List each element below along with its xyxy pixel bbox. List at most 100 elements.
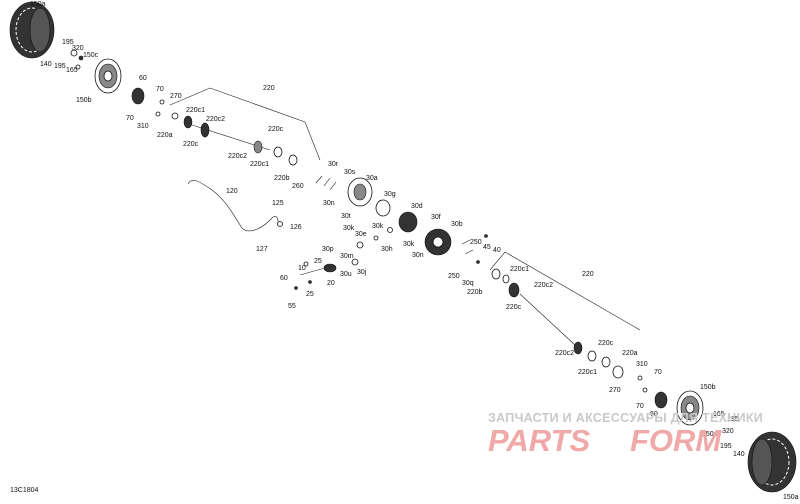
part-label: 30u xyxy=(340,271,352,278)
part-labels: 150a 195 320 150c 140 195 165 150b 60 70… xyxy=(30,1,799,501)
part-label: 310 xyxy=(636,361,648,368)
breather-hose-120 xyxy=(187,179,283,232)
part-label: 165 xyxy=(66,67,78,74)
part-label: 150b xyxy=(700,384,716,391)
part-label: 220c2 xyxy=(206,116,225,123)
part-label: 126 xyxy=(290,224,302,231)
part-label: 310 xyxy=(137,123,149,130)
part-label: 220c2 xyxy=(228,153,247,160)
part-label: 25 xyxy=(314,258,322,265)
part-label: 30t xyxy=(341,213,351,220)
part-label: 220c xyxy=(268,126,284,133)
part-label: 30f xyxy=(431,214,441,221)
bolts-30r xyxy=(315,175,337,191)
part-label: 150c xyxy=(702,431,718,438)
part-label: 30d xyxy=(411,203,423,210)
part-label: 270 xyxy=(170,93,182,100)
part-label: 127 xyxy=(256,246,268,253)
part-label: 30n xyxy=(323,200,335,207)
pinion-gear xyxy=(294,261,337,290)
part-label: 220c1 xyxy=(250,161,269,168)
driveshaft-top xyxy=(191,122,298,166)
part-label: 220c1 xyxy=(186,107,205,114)
part-label: 20 xyxy=(327,280,335,287)
part-label: 220 xyxy=(263,85,275,92)
part-label: 70 xyxy=(156,86,164,93)
differential-housing xyxy=(347,177,452,266)
part-label: 30a xyxy=(366,175,378,182)
part-label: 10 xyxy=(298,265,306,272)
part-label: 70 xyxy=(654,369,662,376)
fasteners-250 xyxy=(461,234,488,264)
part-label: 25 xyxy=(306,291,314,298)
part-label: 195 xyxy=(62,39,74,46)
part-label: 30q xyxy=(462,280,474,287)
part-label: 150c xyxy=(83,52,99,59)
part-label: 30k xyxy=(403,241,415,248)
part-label: 150b xyxy=(76,97,92,104)
part-label: 30k xyxy=(372,223,384,230)
tire-top-left xyxy=(9,1,55,59)
part-label: 70 xyxy=(126,115,134,122)
document-code: 13C1804 xyxy=(10,487,39,494)
part-label: 220b xyxy=(274,175,290,182)
part-label: 150a xyxy=(30,1,46,8)
part-label: 30m xyxy=(340,253,354,260)
part-label: 30e xyxy=(355,231,367,238)
part-label: 125 xyxy=(272,200,284,207)
part-label: 30j xyxy=(357,269,367,276)
part-label: 120 xyxy=(226,188,238,195)
part-label: 60 xyxy=(139,75,147,82)
part-label: 270 xyxy=(609,387,621,394)
part-label: 30n xyxy=(412,252,424,259)
part-label: 220c1 xyxy=(510,266,529,273)
part-label: 220c xyxy=(598,340,614,347)
part-label: 195 xyxy=(720,443,732,450)
watermark-logo-right: FORM xyxy=(630,424,722,456)
bracket-220-bottom xyxy=(489,251,641,331)
part-label: 150a xyxy=(783,494,799,501)
part-label: 30b xyxy=(451,221,463,228)
part-label: 220b xyxy=(467,289,483,296)
part-label: 60 xyxy=(280,275,288,282)
part-label: 220c2 xyxy=(555,350,574,357)
part-label: 220c xyxy=(183,141,199,148)
part-label: 30g xyxy=(384,191,396,198)
part-label: 220 xyxy=(582,271,594,278)
part-label: 165 xyxy=(713,411,725,418)
part-label: 30r xyxy=(328,161,339,168)
bracket-220-top xyxy=(169,87,321,161)
part-label: 220c xyxy=(506,304,522,311)
part-label: 140 xyxy=(733,451,745,458)
part-label: 320 xyxy=(72,45,84,52)
part-label: 260 xyxy=(292,183,304,190)
part-label: 320 xyxy=(722,428,734,435)
part-label: 220a xyxy=(622,350,638,357)
rim-top-left xyxy=(94,58,122,94)
part-label: 220c2 xyxy=(534,282,553,289)
part-label: 30h xyxy=(381,246,393,253)
part-label: 70 xyxy=(636,403,644,410)
part-label: 55 xyxy=(288,303,296,310)
part-label: 195 xyxy=(727,416,739,423)
part-label: 220a xyxy=(157,132,173,139)
watermark-logo-left: PARTS xyxy=(488,424,591,456)
part-label: 30s xyxy=(344,169,356,176)
hub-60-top xyxy=(131,87,145,105)
part-label: 140 xyxy=(40,61,52,68)
small-parts-top xyxy=(70,49,193,129)
part-label: 30k xyxy=(343,225,355,232)
rim-bottom-right xyxy=(637,375,704,426)
part-label: 60 xyxy=(650,411,658,418)
watermark-logo: PARTS FORM xyxy=(488,423,788,461)
part-label: 220c1 xyxy=(578,369,597,376)
tire-bottom-right xyxy=(747,431,797,493)
part-label: 250 xyxy=(448,273,460,280)
watermark-text: ЗАПЧАСТИ И АКСЕССУАРЫ ДЛЯ ТЕХНИКИ xyxy=(488,411,764,425)
part-label: 45 xyxy=(483,244,491,251)
part-label: 30p xyxy=(322,246,334,253)
part-label: 250 xyxy=(470,239,482,246)
part-label: 40 xyxy=(493,247,501,254)
driveshaft-bottom xyxy=(491,268,624,379)
